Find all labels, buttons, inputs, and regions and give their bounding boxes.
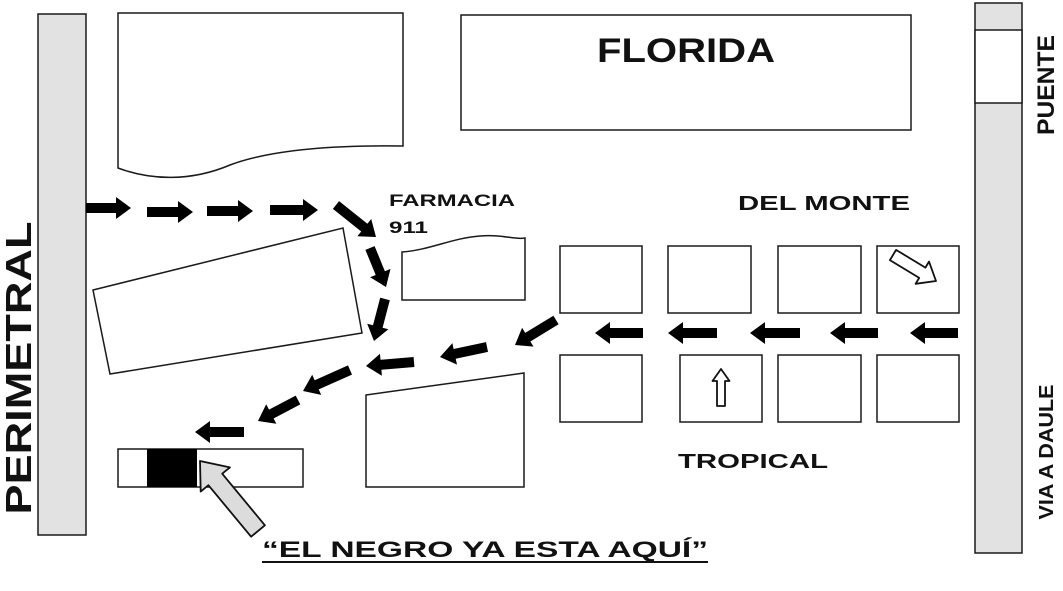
block-grid-r2-c4	[876, 354, 960, 423]
road-label-perimetral: PERIMETRAL	[0, 222, 39, 515]
route-arrow-icon	[270, 199, 318, 221]
destination-marker	[147, 449, 197, 487]
route-arrow-icon	[595, 322, 643, 344]
block-grid	[559, 245, 960, 423]
route-arrow-icon	[830, 322, 878, 344]
place-label-farmacia: FARMACIA	[389, 191, 515, 210]
block-tilted	[92, 227, 363, 375]
route-arrow-icon	[440, 342, 488, 365]
block-trapezoid	[365, 372, 525, 488]
outline-arrow-icon	[889, 248, 937, 285]
block-florida	[460, 14, 912, 131]
block-grid-r1-c3	[777, 245, 862, 314]
caption: “EL NEGRO YA ESTA AQUÍ”	[262, 537, 708, 562]
bridge-puente	[974, 29, 1023, 104]
route-arrow-icon	[207, 200, 253, 222]
outline-arrow-icon	[711, 368, 731, 407]
route-arrow-icon	[750, 322, 800, 344]
place-label-del-monte: DEL MONTE	[738, 193, 910, 215]
route-arrow-icon	[332, 201, 376, 237]
route-arrow-icon	[195, 421, 244, 443]
route-arrows	[86, 197, 958, 538]
block-top-left	[117, 12, 404, 179]
block-grid-r2-c3	[777, 354, 862, 423]
road-via-a-daule	[974, 2, 1023, 554]
route-arrow-icon	[366, 353, 415, 376]
route-arrow-icon	[515, 315, 559, 347]
route-arrow-icon	[303, 365, 352, 395]
route-arrow-icon	[668, 322, 717, 344]
block-grid-r2-c1	[559, 354, 643, 423]
block-farmacia	[401, 234, 526, 301]
block-grid-r1-c1	[559, 245, 643, 314]
road-perimetral	[37, 13, 87, 536]
place-label-florida: FLORIDA	[597, 32, 775, 70]
place-label-tropical: TROPICAL	[678, 451, 828, 473]
road-label-via-a-daule: VIA A DAULE	[1036, 385, 1058, 520]
route-arrow-icon	[258, 395, 301, 424]
pointer-arrow-icon	[199, 460, 266, 538]
place-label-farmacia-number: 911	[389, 218, 428, 237]
route-arrow-icon	[86, 197, 131, 219]
route-arrow-icon	[147, 201, 193, 223]
route-arrow-icon	[910, 322, 958, 344]
route-arrow-icon	[365, 246, 391, 287]
road-label-puente: PUENTE	[1033, 35, 1060, 135]
route-arrow-icon	[367, 297, 390, 341]
block-grid-r1-c2	[667, 245, 752, 314]
